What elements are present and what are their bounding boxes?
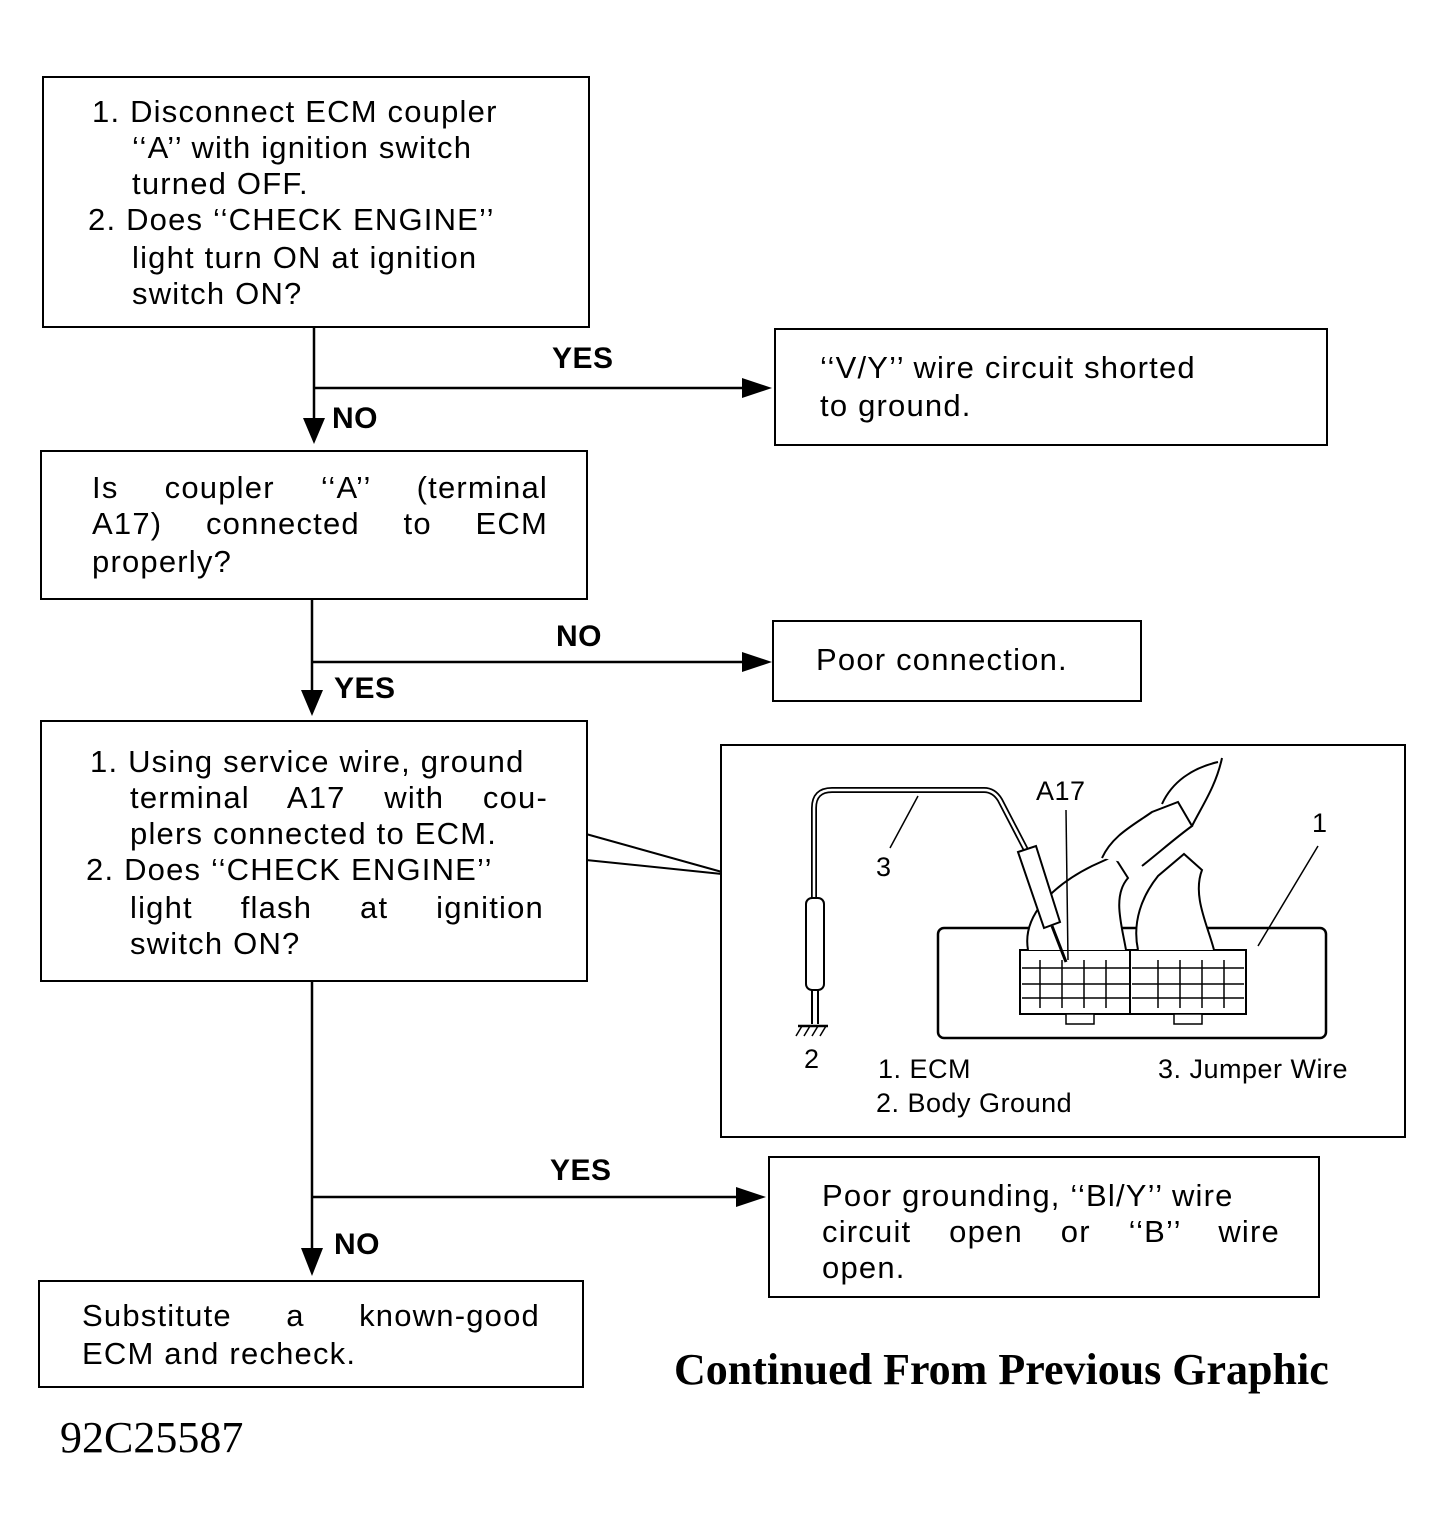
step3-box: 1. Using service wire, ground terminal A…: [40, 720, 588, 982]
final-line1: Substitute a known-good: [82, 1298, 540, 1333]
step1-line6: switch ON?: [132, 276, 303, 311]
coupler-b: [1129, 949, 1247, 1015]
step3-line3: plers connected to ECM.: [130, 816, 498, 851]
illustration-pointer-top: [585, 833, 723, 873]
step1-line2: ‘‘A’’ with ignition switch: [132, 130, 473, 165]
continued-note: Continued From Previous Graphic: [674, 1345, 1329, 1394]
result3-line1: Poor grounding, ‘‘Bl/Y’’ wire: [822, 1178, 1234, 1213]
branch1-yes-label: YES: [552, 342, 614, 375]
arrowhead-yes-3: [736, 1187, 766, 1207]
jumper-wire: [811, 787, 1029, 906]
callout-a17: A17: [1036, 776, 1086, 806]
step2-line2: A17) connected to ECM: [92, 506, 548, 541]
legend-body-ground: 2. Body Ground: [876, 1088, 1073, 1118]
step1-box: 1. Disconnect ECM coupler ‘‘A’’ with ign…: [42, 76, 590, 328]
branch1-no-label: NO: [332, 402, 378, 435]
illustration-box: A17 3 1 2 1. ECM 2. Body Ground 3. Jumpe…: [720, 744, 1406, 1138]
result2-line1: Poor connection.: [816, 642, 1068, 677]
result1-line1: ‘‘V/Y’’ wire circuit shorted: [820, 350, 1196, 385]
step3-line1: 1. Using service wire, ground: [90, 744, 525, 779]
harness-b: [1135, 852, 1215, 951]
result3-box: Poor grounding, ‘‘Bl/Y’’ wire circuit op…: [768, 1156, 1320, 1298]
callout-1: 1: [1312, 808, 1328, 838]
ecm-jumper-illustration: [795, 757, 1328, 1040]
illustration-pointer-bottom: [585, 859, 723, 875]
step2-line1: Is coupler ‘‘A’’ (terminal: [92, 470, 548, 505]
step3-line6: switch ON?: [130, 926, 301, 961]
arrowhead-yes-2: [301, 690, 323, 716]
legend-ecm: 1. ECM: [878, 1054, 972, 1084]
coupler-a: [1019, 949, 1133, 1015]
final-line2: ECM and recheck.: [82, 1336, 357, 1371]
result3-line2: circuit open or ‘‘B’’ wire: [822, 1214, 1280, 1249]
legend-jumper-wire: 3. Jumper Wire: [1158, 1054, 1349, 1084]
leader-a17: [1065, 809, 1069, 961]
arrowhead-no-3: [301, 1248, 323, 1276]
figure-code: 92C25587: [60, 1413, 244, 1462]
step3-line4: 2. Does ‘‘CHECK ENGINE’’: [86, 852, 493, 887]
result2-box: Poor connection.: [772, 620, 1142, 702]
final-box: Substitute a known-good ECM and recheck.: [38, 1280, 584, 1388]
step1-line3: turned OFF.: [132, 166, 309, 201]
branch3-no-label: NO: [334, 1228, 380, 1261]
step3-line2: terminal A17 with cou-: [130, 780, 548, 815]
callout-3: 3: [876, 852, 892, 882]
step2-line3: properly?: [92, 544, 233, 579]
step2-box: Is coupler ‘‘A’’ (terminal A17) connecte…: [40, 450, 588, 600]
callout-2: 2: [804, 1044, 820, 1074]
arrowhead-no-2: [742, 652, 772, 672]
arrowhead-no-1: [303, 418, 325, 444]
branch2-no-label: NO: [556, 620, 602, 653]
step1-line5: light turn ON at ignition: [132, 240, 478, 275]
branch2-yes-label: YES: [334, 672, 396, 705]
leader-3: [889, 795, 919, 849]
arrowhead-yes-1: [742, 378, 772, 398]
result1-line2: to ground.: [820, 388, 972, 423]
ground-clip: [805, 897, 825, 991]
step3-line5: light flash at ignition: [130, 890, 544, 925]
result3-line3: open.: [822, 1250, 906, 1285]
result1-box: ‘‘V/Y’’ wire circuit shorted to ground.: [774, 328, 1328, 446]
step1-line4: 2. Does ‘‘CHECK ENGINE’’: [88, 202, 495, 237]
branch3-yes-label: YES: [550, 1154, 612, 1187]
step1-line1: 1. Disconnect ECM coupler: [92, 94, 498, 129]
leader-1: [1257, 845, 1319, 947]
jumper-probe: [1016, 844, 1062, 930]
